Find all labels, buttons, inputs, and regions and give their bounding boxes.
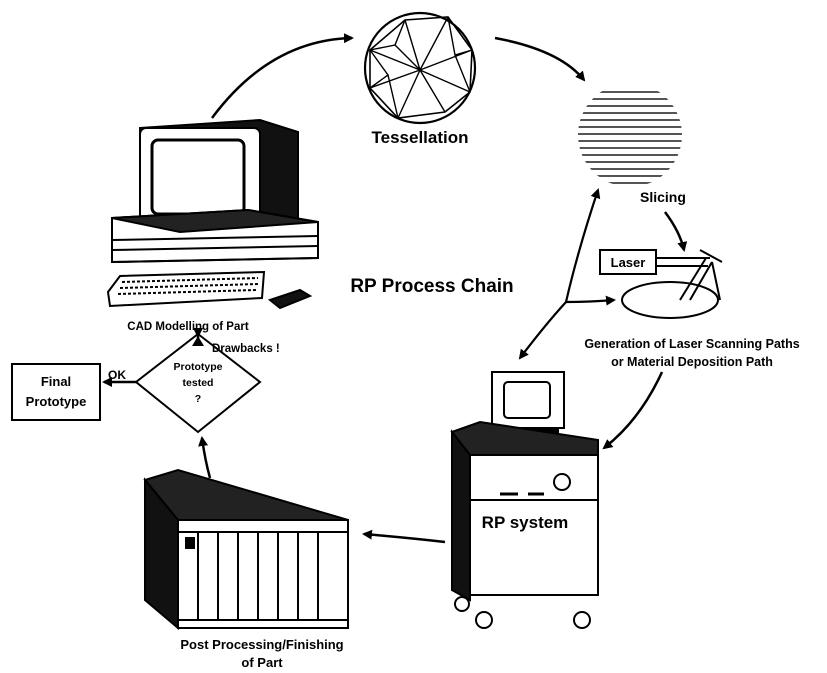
prototype-tested-decision bbox=[134, 332, 262, 434]
arrow-post-to-decision bbox=[198, 436, 212, 479]
arrow-feedback-to-slicing bbox=[564, 188, 601, 303]
final-prototype-label-line1: Final bbox=[41, 374, 71, 389]
post-processing-cabinet-icon bbox=[143, 468, 349, 631]
arrow-slicing-to-laser bbox=[663, 211, 688, 252]
post-processing-label-line1: Post Processing/Finishing bbox=[180, 637, 343, 652]
slices-icon bbox=[578, 91, 682, 184]
computer-icon bbox=[111, 118, 319, 264]
rp-system-label: RP system bbox=[482, 513, 569, 532]
arrow-tessellation-to-slicing bbox=[494, 36, 586, 82]
cad-modelling-label: CAD Modelling of Part bbox=[127, 321, 249, 333]
scanning-paths-label-line1: Generation of Laser Scanning Paths bbox=[584, 337, 799, 351]
arrow-cad-to-tessellation bbox=[210, 33, 354, 119]
ok-label: OK bbox=[108, 368, 126, 382]
mouse-icon bbox=[267, 288, 313, 310]
keyboard-icon bbox=[106, 270, 266, 308]
arrow-scanning-to-rp-system bbox=[602, 371, 664, 450]
scanning-paths-label-line2: or Material Deposition Path bbox=[611, 355, 773, 369]
decision-label-line1: Prototype bbox=[173, 361, 222, 373]
rp-machine-icon bbox=[450, 371, 599, 629]
arrow-feedback-to-rp-system bbox=[518, 301, 567, 360]
decision-label-line3: ? bbox=[195, 393, 201, 405]
slicing-label: Slicing bbox=[640, 189, 686, 205]
laser-icon bbox=[599, 249, 723, 319]
sphere-mesh-icon bbox=[363, 11, 477, 125]
final-prototype-label-line2: Prototype bbox=[26, 394, 87, 409]
final-prototype-box bbox=[11, 363, 101, 421]
arrowhead-drawbacks-up bbox=[192, 336, 204, 346]
post-processing-label-line2: of Part bbox=[241, 655, 283, 670]
drawbacks-label: Drawbacks ! bbox=[212, 343, 280, 355]
laser-box-label: Laser bbox=[611, 255, 646, 270]
diagram-title: RP Process Chain bbox=[350, 276, 513, 297]
decision-label-line2: tested bbox=[183, 377, 214, 389]
arrow-rp-to-post bbox=[362, 529, 446, 544]
tessellation-label: Tessellation bbox=[372, 128, 469, 147]
arrow-feedback-to-laser bbox=[565, 295, 616, 306]
